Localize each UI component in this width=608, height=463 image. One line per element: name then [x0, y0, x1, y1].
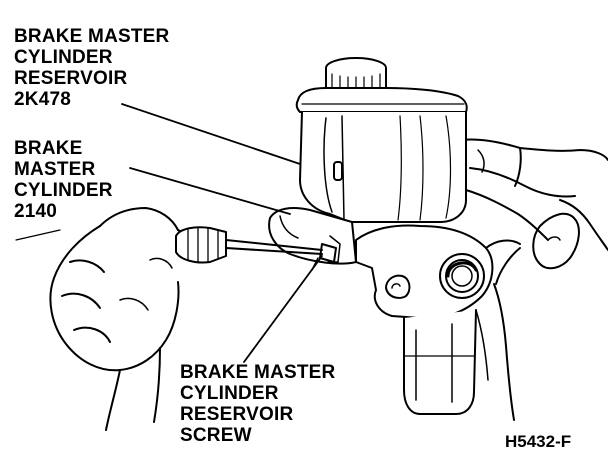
leader-lines — [15, 103, 323, 363]
label-screw-line-2: CYLINDER — [180, 383, 279, 404]
label-cylinder-line-4: 2140 — [14, 201, 58, 222]
label-cylinder-line-2: MASTER — [14, 159, 96, 180]
label-cylinder-line-1: BRAKE — [14, 138, 83, 159]
label-reservoir-line-4: 2K478 — [14, 89, 71, 110]
right-hand-lower — [475, 239, 521, 421]
leader-screw — [243, 255, 323, 363]
label-reservoir-screw: BRAKE MASTER CYLINDER RESERVOIR SCREW — [180, 362, 335, 446]
figure-id: H5432-F — [505, 432, 572, 451]
master-cylinder — [268, 207, 494, 415]
label-master-cylinder: BRAKE MASTER CYLINDER 2140 — [14, 138, 113, 222]
reservoir — [295, 57, 468, 223]
leader-reservoir — [121, 103, 301, 165]
label-reservoir: BRAKE MASTER CYLINDER RESERVOIR 2K478 — [14, 26, 169, 110]
right-hand-upper — [461, 138, 608, 285]
label-screw-line-3: RESERVOIR — [180, 404, 294, 425]
label-cylinder-line-3: CYLINDER — [14, 180, 113, 201]
left-hand-screwdriver — [49, 207, 323, 431]
label-reservoir-line-1: BRAKE MASTER — [14, 26, 170, 47]
label-screw-line-1: BRAKE MASTER — [180, 362, 336, 383]
label-reservoir-line-3: RESERVOIR — [14, 68, 128, 89]
label-reservoir-line-2: CYLINDER — [14, 47, 113, 68]
leader-cylinder — [129, 167, 291, 215]
label-screw-line-4: SCREW — [180, 425, 252, 446]
